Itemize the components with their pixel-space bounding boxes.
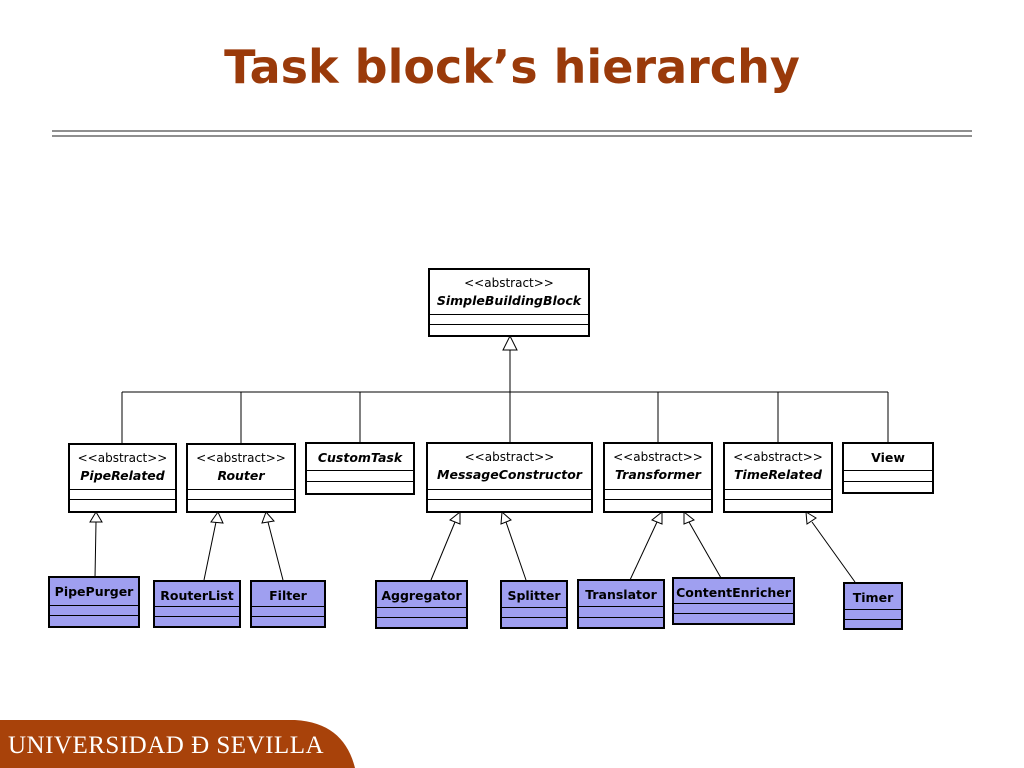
class-timer: Timer (843, 582, 903, 630)
class-name: CustomTask (317, 450, 403, 465)
class-name: PipeRelated (80, 468, 165, 483)
class-piperelated: <<abstract>> PipeRelated (68, 443, 177, 513)
arrowhead-aggregator (449, 510, 461, 525)
class-routerlist: RouterList (153, 580, 241, 628)
class-name: TimeRelated (734, 467, 822, 482)
edge-aggregator (430, 521, 456, 581)
class-pipepurger: PipePurger (48, 576, 140, 628)
edge-pipepurger (94, 521, 97, 579)
class-aggregator: Aggregator (375, 580, 468, 629)
class-splitter: Splitter (500, 580, 568, 629)
class-name: PipePurger (54, 584, 134, 599)
class-name: View (871, 450, 905, 465)
title-rule-bottom (52, 135, 972, 137)
class-name: Splitter (507, 588, 561, 603)
class-filter: Filter (250, 580, 326, 628)
class-view: View (842, 442, 934, 494)
edge-routerlist (203, 521, 217, 581)
edge-splitter (505, 521, 527, 581)
stereotype-label: <<abstract>> (733, 450, 823, 464)
arrowhead-translator (651, 510, 663, 525)
slide-title: Task block’s hierarchy (224, 40, 800, 94)
class-name: SimpleBuildingBlock (436, 293, 582, 308)
edge-contentenricher (688, 521, 722, 579)
arrowhead-contentenricher (683, 510, 695, 525)
class-name: Router (217, 468, 265, 483)
arrowhead-routerlist (210, 510, 224, 524)
edge-translator (629, 521, 658, 581)
class-router: <<abstract>> Router (186, 443, 296, 513)
edge-filter (267, 521, 284, 581)
class-name: ContentEnricher (676, 585, 791, 600)
arrowhead-timer (805, 511, 817, 525)
class-customtask: CustomTask (305, 442, 415, 495)
arrowhead-root (502, 334, 518, 351)
class-name: Transformer (615, 467, 701, 482)
stereotype-label: <<abstract>> (77, 451, 168, 465)
class-translator: Translator (577, 579, 665, 629)
stereotype-label: <<abstract>> (464, 276, 554, 290)
class-transformer: <<abstract>> Transformer (603, 442, 713, 513)
stereotype-label: <<abstract>> (613, 450, 703, 464)
class-contentenricher: ContentEnricher (672, 577, 795, 625)
class-messageconstructor: <<abstract>> MessageConstructor (426, 442, 593, 513)
class-simplebuildingblock: <<abstract>> SimpleBuildingBlock (428, 268, 590, 337)
class-name: RouterList (160, 588, 234, 603)
class-name: Filter (269, 588, 307, 603)
stereotype-label: <<abstract>> (196, 451, 286, 465)
stereotype-label: <<abstract>> (464, 450, 555, 464)
arrowhead-splitter (500, 510, 512, 525)
arrowhead-pipepurger (89, 511, 103, 523)
class-timerelated: <<abstract>> TimeRelated (723, 442, 833, 513)
title-rule-top (52, 130, 972, 132)
class-name: Timer (852, 590, 894, 605)
class-name: Aggregator (381, 588, 462, 603)
institution-logo-text: UNIVERSIDAD Ð SEVILLA (8, 732, 325, 759)
class-name: MessageConstructor (437, 467, 582, 482)
arrowhead-filter (261, 511, 275, 524)
class-name: Translator (585, 587, 657, 602)
edge-timer (811, 521, 856, 583)
